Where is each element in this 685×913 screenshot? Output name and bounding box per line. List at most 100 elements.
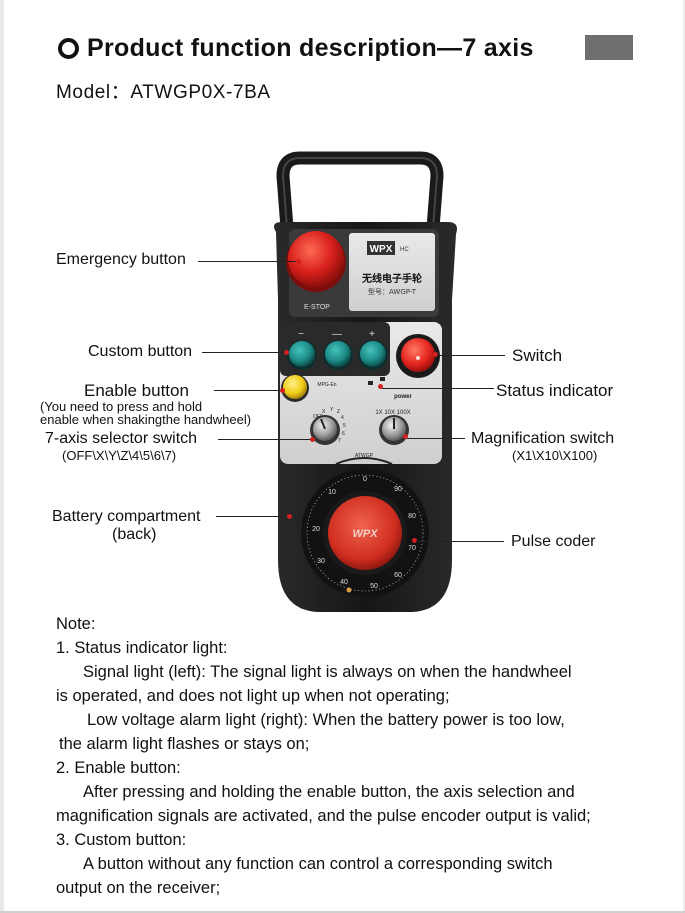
dial-num-50: 50 bbox=[370, 583, 378, 590]
note-1-line-c: Low voltage alarm light (right): When th… bbox=[87, 711, 565, 729]
custom-button-1[interactable] bbox=[289, 341, 315, 367]
leader-magnification bbox=[407, 438, 465, 439]
custom-button-2[interactable] bbox=[325, 341, 351, 367]
leader-dot-magnification bbox=[403, 434, 408, 439]
title-row: Product function description—7 axis bbox=[58, 30, 534, 66]
notes-heading: Note: bbox=[56, 615, 96, 633]
dial-logo: WPX bbox=[352, 528, 378, 540]
note-1-line-a: Signal light (left): The signal light is… bbox=[83, 663, 572, 681]
axis-tick-7: 7 bbox=[338, 438, 341, 444]
chinese-title: 无线电子手轮 bbox=[361, 272, 422, 285]
notes-section: Note: 1. Status indicator light: Signal … bbox=[56, 612, 666, 900]
handle-grip bbox=[276, 151, 444, 229]
leader-emergency bbox=[198, 261, 298, 262]
page-title: Product function description—7 axis bbox=[87, 33, 534, 62]
leader-dot-pulse bbox=[412, 538, 417, 543]
page-frame-left bbox=[0, 0, 4, 913]
page-frame-right bbox=[683, 0, 685, 913]
callout-switch: Switch bbox=[512, 346, 563, 365]
note-3-line-a: A button without any function can contro… bbox=[83, 855, 553, 873]
dial-num-10: 10 bbox=[328, 489, 336, 496]
axis-tick-z: Z bbox=[337, 409, 340, 415]
callout-axis-selector-sub: (OFF\X\Y\Z\4\5\6\7) bbox=[62, 448, 177, 463]
power-switch[interactable] bbox=[401, 338, 435, 372]
leader-dot-custom bbox=[284, 350, 289, 355]
magnification-ticks: 1X 10X 100X bbox=[375, 410, 410, 416]
note-2-line-b: magnification signals are activated, and… bbox=[56, 807, 591, 825]
brand-logo: WPX bbox=[370, 244, 393, 255]
logo-box bbox=[367, 241, 395, 255]
model-number: Model：ATWGP0X-7BA bbox=[56, 82, 271, 103]
dial-num-80: 80 bbox=[408, 513, 416, 520]
leader-pulse bbox=[416, 541, 504, 542]
dial-num-30: 30 bbox=[317, 558, 325, 565]
leader-custom bbox=[202, 352, 286, 353]
dial-index-dot bbox=[346, 587, 352, 593]
dial-num-70: 70 bbox=[408, 545, 416, 552]
power-label: power bbox=[394, 394, 412, 400]
callout-enable: Enable button bbox=[84, 381, 189, 400]
custom-mark-3: + bbox=[369, 329, 375, 340]
dial-arc-mark bbox=[335, 457, 393, 465]
callout-custom: Custom button bbox=[88, 343, 193, 360]
callout-magnification: Magnification switch bbox=[471, 430, 615, 447]
title-gray-bar bbox=[585, 35, 633, 60]
signal-light bbox=[368, 381, 373, 385]
dial-numbers: 0 90 80 70 60 50 40 30 20 10 bbox=[312, 476, 416, 590]
note-3-title: 3. Custom button: bbox=[56, 831, 187, 849]
axis-knob-pointer bbox=[320, 418, 326, 430]
axis-tick-5: 5 bbox=[343, 423, 346, 429]
callout-emergency: Emergency button bbox=[56, 251, 186, 268]
alarm-light bbox=[380, 377, 385, 381]
dial-num-90: 90 bbox=[394, 486, 402, 493]
circle-bullet-icon bbox=[58, 37, 79, 59]
emergency-stop-button[interactable] bbox=[288, 231, 344, 287]
pulse-coder-dial[interactable] bbox=[328, 496, 402, 570]
axis-tick-y: Y bbox=[330, 407, 334, 413]
brand-logo-sup: HC bbox=[400, 247, 409, 253]
custom-mark-1: ~ bbox=[298, 329, 304, 340]
leader-dot-enable bbox=[280, 388, 285, 393]
axis-tick-x: X bbox=[322, 409, 326, 415]
custom-mark-2: — bbox=[332, 329, 342, 340]
callout-battery-sub: (back) bbox=[112, 526, 157, 543]
custom-button-3[interactable] bbox=[360, 341, 386, 367]
dial-num-0: 0 bbox=[363, 476, 367, 483]
axis-tick-4: 4 bbox=[341, 415, 344, 421]
leader-dot-emergency bbox=[296, 259, 301, 264]
note-3-line-b: output on the receiver; bbox=[56, 879, 221, 897]
estop-text: E-STOP bbox=[304, 304, 330, 311]
handle-highlight bbox=[281, 157, 439, 229]
dial-num-40: 40 bbox=[340, 579, 348, 586]
callout-status: Status indicator bbox=[496, 381, 614, 400]
leader-status bbox=[382, 388, 494, 389]
callout-enable-note-2: enable when shakingthe handwheel) bbox=[40, 412, 252, 427]
dial-num-20: 20 bbox=[312, 526, 320, 533]
axis-tick-6: 6 bbox=[342, 431, 345, 437]
note-1-line-d: the alarm light flashes or stays on; bbox=[59, 735, 310, 753]
leader-enable bbox=[214, 390, 282, 391]
note-2-line-a: After pressing and holding the enable bu… bbox=[83, 783, 575, 801]
callout-enable-note-1: (You need to press and hold bbox=[40, 399, 203, 414]
leader-dot-switch bbox=[433, 352, 438, 357]
page-frame-bottom bbox=[0, 911, 685, 913]
leader-switch bbox=[437, 355, 505, 356]
note-2-title: 2. Enable button: bbox=[56, 759, 181, 777]
leader-dot-status bbox=[378, 384, 383, 389]
leader-axis bbox=[218, 439, 312, 440]
panel-brand: ATWGP bbox=[355, 453, 374, 459]
callout-axis-selector: 7-axis selector switch bbox=[45, 430, 198, 447]
enable-button[interactable] bbox=[283, 375, 307, 399]
callout-battery: Battery compartment bbox=[52, 508, 201, 525]
note-1-line-b: is operated, and does not light up when … bbox=[56, 687, 450, 705]
enable-mark: MPG-En bbox=[317, 382, 336, 388]
dial-num-60: 60 bbox=[394, 572, 402, 579]
note-1-title: 1. Status indicator light: bbox=[56, 639, 228, 657]
power-switch-mark bbox=[416, 356, 420, 360]
callout-pulse: Pulse coder bbox=[511, 533, 596, 550]
leader-battery bbox=[216, 516, 289, 517]
leader-dot-battery bbox=[287, 514, 292, 519]
callout-magnification-sub: (X1\X10\X100) bbox=[512, 448, 598, 463]
device-model-label: 型号：AWGP-T bbox=[368, 287, 417, 296]
